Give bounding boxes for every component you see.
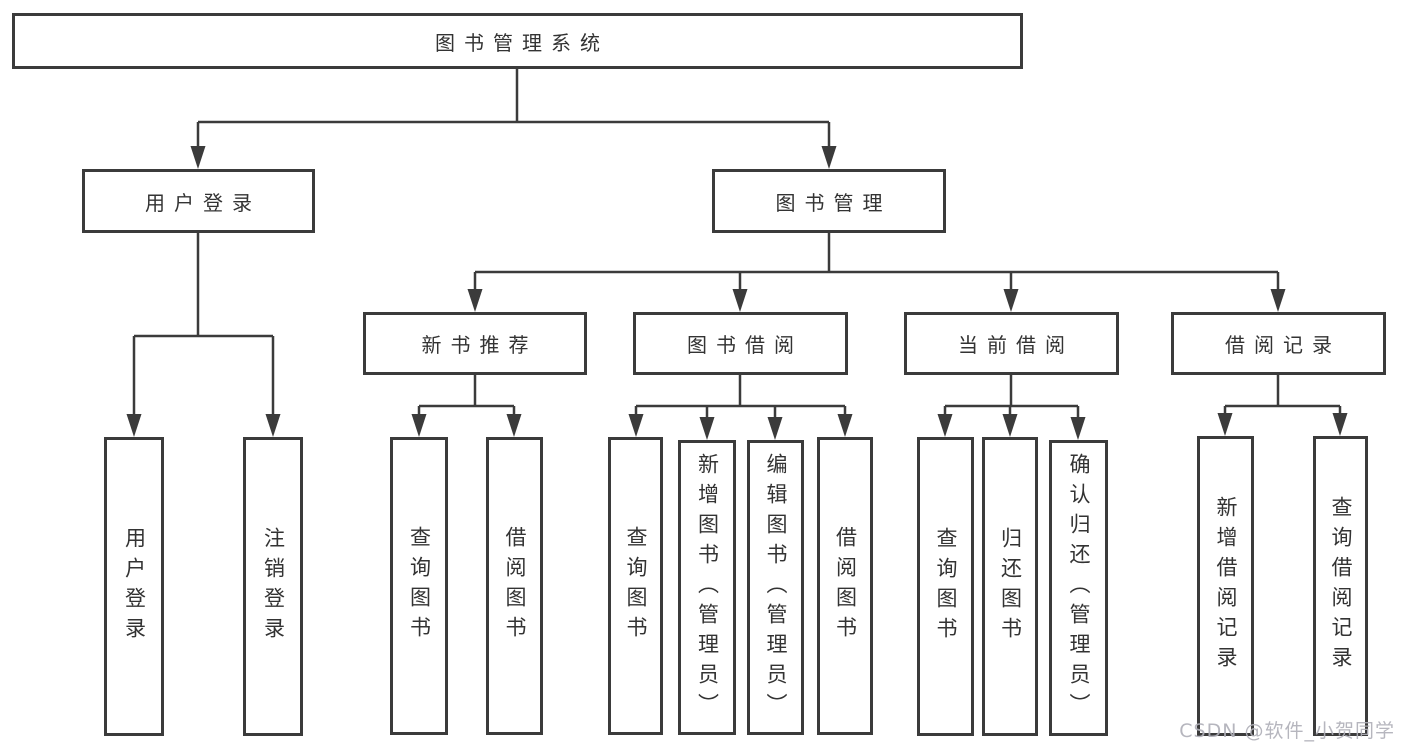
node-label: 借阅图书 — [833, 526, 858, 646]
node-leaf-user-login: 用户登录 — [104, 437, 164, 736]
node-label: 图书管理系统 — [435, 30, 609, 55]
node-label: 借阅图书 — [503, 526, 527, 646]
arrowheads — [126, 146, 1348, 440]
node-nb-borrow-book: 借阅图书 — [486, 437, 543, 735]
node-cb-query-book: 查询图书 — [917, 437, 974, 736]
connector-root-to-level2 — [196, 69, 831, 150]
node-book-management: 图书管理 — [712, 169, 946, 233]
node-library-management-system: 图书管理系统 — [12, 13, 1023, 69]
node-label: 归还图书 — [998, 526, 1023, 647]
connector-borrow-records-children — [1223, 375, 1342, 418]
node-label: 图书管理 — [775, 190, 892, 215]
node-label: 新书推荐 — [421, 333, 538, 357]
node-br-add-record: 新增借阅记录 — [1197, 436, 1254, 736]
node-label: 查询图书 — [407, 526, 432, 646]
node-label: 新增图书（管理员） — [695, 452, 720, 723]
node-label: 用户登录 — [145, 190, 261, 215]
node-label: 确认归还（管理员） — [1067, 453, 1091, 723]
node-label: 用户登录 — [122, 526, 147, 647]
node-user-login: 用户登录 — [82, 169, 315, 233]
node-bb-add-book-admin: 新增图书（管理员） — [678, 440, 736, 735]
node-leaf-logout: 注销登录 — [243, 437, 303, 736]
connector-user-login-children — [132, 233, 275, 418]
csdn-watermark: CSDN @软件_小贺同学 — [1179, 720, 1395, 742]
node-bb-query-book: 查询图书 — [608, 437, 663, 735]
node-label: 查询图书 — [624, 526, 648, 646]
node-current-borrow: 当前借阅 — [904, 312, 1119, 375]
node-label: 当前借阅 — [958, 333, 1074, 357]
connector-current-borrow-children — [943, 375, 1080, 420]
node-label: 图书借阅 — [687, 333, 803, 357]
node-borrow-records: 借阅记录 — [1171, 312, 1386, 375]
node-label: 新增借阅记录 — [1214, 496, 1238, 676]
node-label: 注销登录 — [261, 526, 286, 647]
node-bb-edit-book-admin: 编辑图书（管理员） — [747, 440, 804, 735]
connector-new-book-children — [417, 375, 516, 418]
node-nb-query-book: 查询图书 — [390, 437, 448, 735]
connector-book-management-children — [473, 233, 1280, 293]
node-label: 编辑图书（管理员） — [764, 452, 788, 723]
node-cb-return-book: 归还图书 — [982, 437, 1038, 736]
node-br-query-record: 查询借阅记录 — [1313, 436, 1368, 736]
node-book-borrow: 图书借阅 — [633, 312, 848, 375]
node-label: 查询图书 — [934, 526, 958, 647]
node-bb-borrow-book: 借阅图书 — [817, 437, 873, 735]
node-cb-confirm-return-admin: 确认归还（管理员） — [1049, 440, 1108, 736]
node-label: 借阅记录 — [1225, 333, 1341, 357]
node-label: 查询借阅记录 — [1329, 496, 1353, 676]
node-new-book-recommend: 新书推荐 — [363, 312, 587, 375]
connector-book-borrow-children — [634, 375, 847, 420]
